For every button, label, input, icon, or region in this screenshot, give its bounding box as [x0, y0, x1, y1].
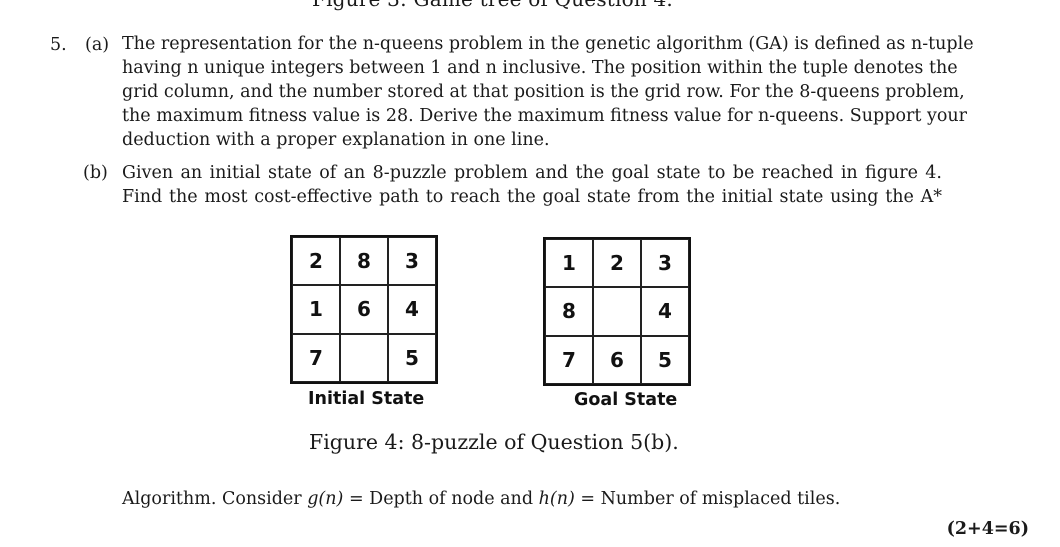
puzzle-tile: 1 — [292, 285, 340, 334]
puzzle-tile: 3 — [641, 239, 689, 288]
goal-state-label: Goal State — [574, 390, 678, 410]
puzzle-tile: 5 — [388, 333, 436, 382]
part-a-line: grid column, and the number stored at th… — [122, 82, 965, 102]
g-function: g(n) — [307, 489, 344, 509]
puzzle-tile: 3 — [388, 237, 436, 286]
puzzle-tile: 7 — [545, 335, 593, 384]
puzzle-tile: 8 — [340, 237, 388, 286]
previous-figure-caption: Figure 3: Game tree of Question 4. — [312, 0, 673, 11]
algorithm-text: = Number of misplaced tiles. — [574, 489, 841, 509]
initial-state-grid: 2 8 3 1 6 4 7 5 — [290, 235, 438, 384]
puzzle-tile: 5 — [641, 335, 689, 384]
part-a-line: deduction with a proper explanation in o… — [122, 130, 550, 150]
part-b-label: (b) — [83, 163, 108, 183]
marks-allocation: (2+4=6) — [946, 519, 1029, 539]
initial-state-label: Initial State — [308, 389, 425, 409]
puzzle-tile: 2 — [292, 237, 340, 286]
part-b-text: Given an initial state of an 8-puzzle pr… — [122, 161, 942, 209]
part-a-text: The representation for the n-queens prob… — [122, 32, 974, 152]
part-b-line: Find the most cost-effective path to rea… — [122, 187, 942, 207]
puzzle-tile: 4 — [388, 285, 436, 334]
part-b-line: Given an initial state of an 8-puzzle pr… — [122, 163, 942, 183]
figure-caption: Figure 4: 8-puzzle of Question 5(b). — [309, 430, 679, 454]
part-a-label: (a) — [85, 35, 110, 55]
puzzle-tile: 7 — [292, 333, 340, 382]
h-function: h(n) — [538, 489, 575, 509]
puzzle-tile: 6 — [593, 335, 641, 384]
goal-state-grid: 1 2 3 8 4 7 6 5 — [543, 237, 691, 386]
puzzle-tile: 6 — [340, 285, 388, 334]
part-a-line: The representation for the n-queens prob… — [122, 34, 974, 54]
puzzle-tile: 2 — [593, 239, 641, 288]
puzzle-blank-tile — [340, 333, 388, 382]
puzzle-tile: 4 — [641, 287, 689, 336]
algorithm-line: Algorithm. Consider g(n) = Depth of node… — [122, 489, 840, 509]
part-a-line: having n unique integers between 1 and n… — [122, 58, 958, 78]
part-a-line: the maximum fitness value is 28. Derive … — [122, 106, 967, 126]
puzzle-tile: 8 — [545, 287, 593, 336]
puzzle-tile: 1 — [545, 239, 593, 288]
question-number: 5. — [50, 35, 67, 55]
algorithm-prefix: Algorithm. Consider — [122, 489, 308, 509]
puzzle-blank-tile — [593, 287, 641, 336]
algorithm-text: = Depth of node and — [343, 489, 539, 509]
